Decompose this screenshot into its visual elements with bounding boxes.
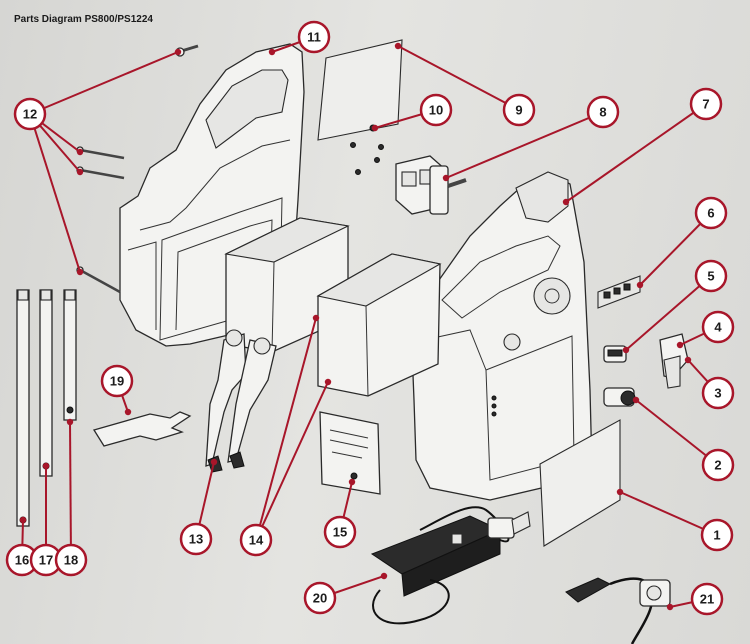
callout-number-13: 13 [189, 532, 203, 547]
leader-dot-3 [684, 356, 692, 364]
leader-dot-16 [19, 516, 27, 524]
callout-circle-14 [239, 523, 273, 557]
leader-dot-12 [76, 168, 84, 176]
leader-dot-20 [380, 572, 388, 580]
callout-circle-10 [419, 93, 453, 127]
leader-line-1 [619, 491, 718, 536]
charger-part-20 [370, 506, 531, 625]
callout-number-18: 18 [64, 553, 78, 568]
leader-dot-13 [210, 458, 218, 466]
fuse-part-19 [92, 411, 192, 447]
front-housing-part-7 [411, 171, 593, 501]
callout-number-11: 11 [307, 30, 321, 45]
callout-circle-18 [54, 543, 88, 577]
leader-dot-7 [562, 198, 570, 206]
callout-circle-9 [502, 93, 536, 127]
leader-line-5 [625, 275, 712, 351]
leader-line-18 [69, 421, 72, 561]
callout-number-2: 2 [714, 458, 721, 473]
callout-number-17: 17 [39, 553, 53, 568]
leader-dot-21 [666, 603, 674, 611]
callout-number-15: 15 [333, 525, 347, 540]
label-panel-part-9 [317, 39, 403, 141]
callout-number-7: 7 [702, 97, 709, 112]
leader-line-7 [565, 103, 707, 203]
callout-circle-13 [179, 522, 213, 556]
side-panel-part-1 [539, 419, 621, 547]
usb-socket-part-5 [603, 345, 627, 363]
callout-circle-8 [586, 95, 620, 129]
leader-dot-12 [174, 48, 182, 56]
leader-dot-18 [66, 418, 74, 426]
car-cable-part-21 [565, 577, 671, 644]
callout-circle-12 [13, 97, 47, 131]
callout-number-10: 10 [429, 103, 443, 118]
leader-line-14 [255, 317, 317, 541]
faceplate-icons [603, 283, 631, 299]
leader-line-12 [29, 113, 81, 273]
callout-number-4: 4 [714, 320, 722, 335]
busbar-part-18 [63, 289, 77, 421]
leader-dot-8 [442, 174, 450, 182]
leader-dot-9 [394, 42, 402, 50]
leader-dot-15 [348, 478, 356, 486]
dc-socket-part-2 [603, 387, 636, 407]
callout-number-14: 14 [249, 533, 264, 548]
leader-line-9 [397, 45, 520, 111]
callout-number-8: 8 [599, 105, 606, 120]
callout-circle-7 [689, 87, 723, 121]
callout-number-12: 12 [23, 107, 37, 122]
leader-line-12 [29, 51, 179, 115]
callout-circle-21 [690, 582, 724, 616]
callout-number-21: 21 [700, 592, 714, 607]
callout-number-6: 6 [707, 206, 714, 221]
leader-dot-12 [76, 268, 84, 276]
leader-line-14 [255, 381, 329, 541]
leader-dot-14 [312, 314, 320, 322]
busbar-part-17 [39, 289, 53, 477]
callout-circle-3 [701, 376, 735, 410]
leader-dot-6 [636, 281, 644, 289]
leader-dot-19 [124, 408, 132, 416]
callout-circle-1 [700, 518, 734, 552]
leader-dot-2 [632, 396, 640, 404]
leader-dot-4 [676, 341, 684, 349]
callout-circle-6 [694, 196, 728, 230]
leader-dot-14 [324, 378, 332, 386]
callout-number-20: 20 [313, 591, 327, 606]
circuit-board-part-15 [319, 411, 381, 495]
leader-line-8 [445, 111, 604, 179]
callout-circle-20 [303, 581, 337, 615]
clamps-part-13 [205, 329, 277, 473]
leader-line-2 [635, 399, 719, 466]
callout-number-3: 3 [714, 386, 721, 401]
callout-circle-15 [323, 515, 357, 549]
leader-line-6 [639, 212, 712, 286]
callout-number-5: 5 [707, 269, 714, 284]
rotary-switch-part-8 [395, 155, 467, 215]
callout-circle-19 [100, 364, 134, 398]
leader-dot-11 [268, 48, 276, 56]
leader-dot-5 [622, 346, 630, 354]
diagram-title: Parts Diagram PS800/PS1224 [14, 14, 153, 25]
callout-number-16: 16 [15, 553, 29, 568]
callout-circle-5 [694, 259, 728, 293]
callout-circle-11 [297, 20, 331, 54]
callout-number-19: 19 [110, 374, 124, 389]
leader-dot-12 [76, 148, 84, 156]
callout-number-9: 9 [515, 103, 522, 118]
callout-circle-2 [701, 448, 735, 482]
leader-dot-17 [42, 462, 50, 470]
leader-dot-10 [371, 124, 379, 132]
leader-dot-1 [616, 488, 624, 496]
callout-circle-4 [701, 310, 735, 344]
callout-number-1: 1 [713, 528, 720, 543]
busbar-part-16 [16, 289, 30, 527]
